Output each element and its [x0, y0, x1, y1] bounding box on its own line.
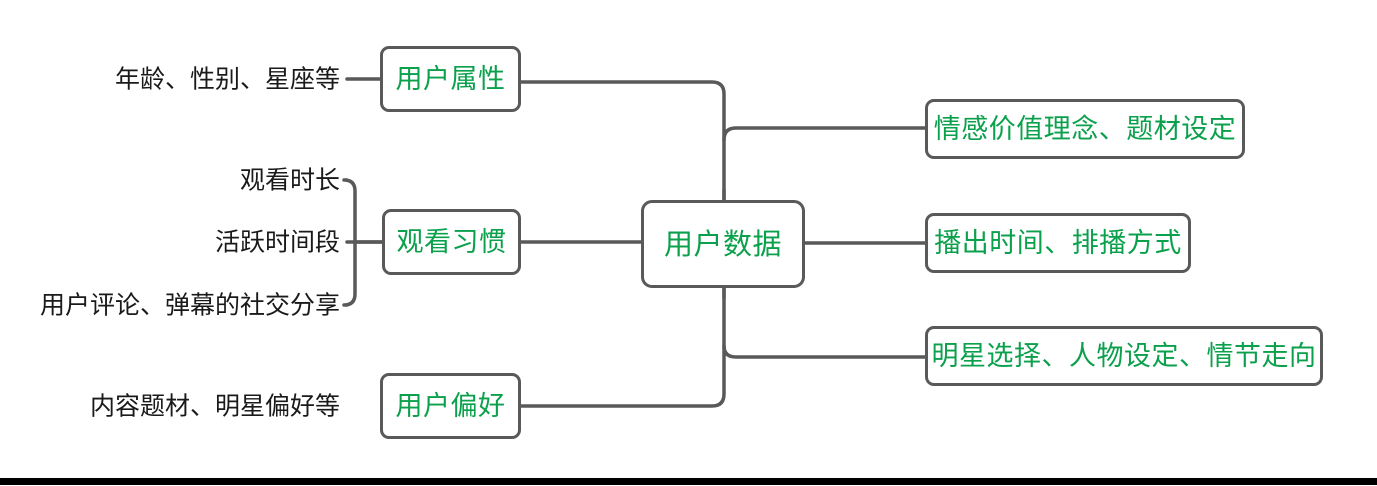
node-airing-schedule[interactable]: 播出时间、排播方式 — [925, 213, 1191, 273]
node-user-attributes[interactable]: 用户属性 — [380, 46, 521, 112]
leaf-label-comments-danmaku-social-share: 用户评论、弹幕的社交分享 — [39, 290, 340, 320]
node-user-data-center[interactable]: 用户数据 — [641, 200, 805, 288]
leaf-label-watch-duration: 观看时长 — [239, 165, 340, 195]
leaf-label-content-genre-star-preference: 内容题材、明星偏好等 — [89, 391, 340, 421]
node-viewing-habits[interactable]: 观看习惯 — [382, 209, 521, 275]
leaf-label-active-time-period: 活跃时间段 — [214, 227, 340, 257]
connector-leaf-social-share — [342, 240, 357, 307]
node-emotional-value-theme[interactable]: 情感价值理念、题材设定 — [925, 99, 1245, 159]
bottom-divider-bar — [0, 478, 1377, 485]
node-user-preferences[interactable]: 用户偏好 — [380, 373, 521, 439]
leaf-label-age-gender-zodiac: 年龄、性别、星座等 — [114, 64, 340, 94]
connector-trunk-to-casting — [722, 344, 927, 359]
connector-attributes-to-trunk — [519, 80, 726, 202]
connector-preferences-to-trunk — [519, 286, 726, 408]
node-casting-character-plot[interactable]: 明星选择、人物设定、情节走向 — [925, 326, 1323, 386]
connector-leaf-watch-duration — [342, 178, 357, 244]
connector-trunk-to-emotional — [722, 126, 927, 142]
